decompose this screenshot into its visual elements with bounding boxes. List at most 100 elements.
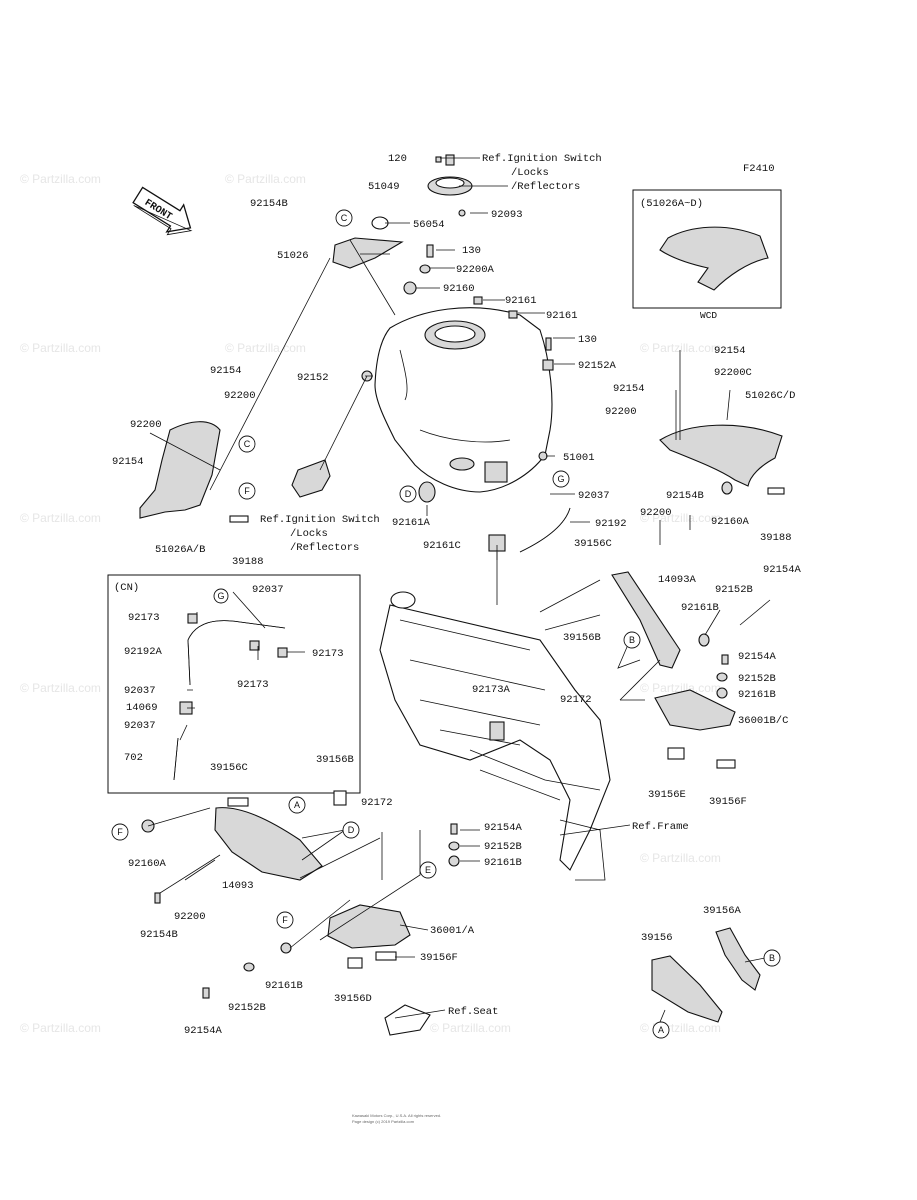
- pad-39156B: [333, 790, 347, 806]
- inset-wcd-caption: WCD: [700, 310, 717, 321]
- frame: [379, 591, 611, 881]
- part-label: 92200: [174, 911, 206, 923]
- ref-ign-mid-3: /Reflectors: [290, 542, 359, 554]
- part-label: 702: [124, 752, 143, 764]
- callout-b: B: [769, 953, 775, 963]
- callout-g-inset-label: G: [217, 591, 224, 601]
- bracket-36001A: [327, 904, 411, 949]
- part-label: 92200C: [714, 367, 752, 379]
- watermark: © Partzilla.com: [640, 681, 721, 695]
- ref-ign-mid-2: /Locks: [290, 528, 328, 540]
- part-label: 56054: [413, 219, 445, 231]
- part-label: 92200A: [456, 264, 495, 276]
- grommet-92160A: [721, 481, 733, 495]
- part-label: 92161: [546, 310, 578, 322]
- watermark: © Partzilla.com: [20, 172, 101, 186]
- part-label: 14093A: [658, 574, 697, 586]
- side-cover-51026AB: [139, 421, 221, 519]
- part-label: 39156F: [420, 952, 458, 964]
- part-label: 92173: [312, 648, 344, 660]
- part-label: 92154A: [184, 1025, 223, 1037]
- watermark: © Partzilla.com: [640, 851, 721, 865]
- inset-cn: (CN) G: [107, 574, 361, 794]
- front-arrow-icon: FRONT: [132, 186, 193, 236]
- callout-f: F: [117, 827, 123, 837]
- part-label: 92173A: [472, 684, 511, 696]
- part-label: 92093: [491, 209, 523, 221]
- watermark: © Partzilla.com: [640, 341, 721, 355]
- part-label: 92173: [237, 679, 269, 691]
- callout-d: D: [348, 825, 355, 835]
- part-label: 92037: [252, 584, 284, 596]
- ref-seat: Ref.Seat: [448, 1006, 498, 1018]
- part-label: 92200: [224, 390, 256, 402]
- part-label: 92037: [124, 685, 156, 697]
- part-labels: 120 51049 92093 92154B 56054 51026 130 9…: [112, 153, 802, 1037]
- part-label: 92152A: [578, 360, 617, 372]
- ref-frame: Ref.Frame: [632, 821, 689, 833]
- part-label: 120: [388, 153, 407, 165]
- part-label: 92152B: [484, 841, 522, 853]
- bolts-top: [361, 244, 554, 461]
- watermark: © Partzilla.com: [430, 1021, 511, 1035]
- part-label: 39156: [641, 932, 673, 944]
- part-label: 92173: [128, 612, 160, 624]
- part-label: 92172: [560, 694, 592, 706]
- ref-ign-mid-1: Ref.Ignition Switch: [260, 514, 380, 526]
- part-label: 14093: [222, 880, 254, 892]
- inset-wcd-title: (51026A~D): [640, 198, 703, 210]
- part-label: 92160A: [711, 516, 750, 528]
- ref-ign-top-1: Ref.Ignition Switch: [482, 153, 602, 165]
- callout-b: B: [629, 635, 635, 645]
- part-label: 92160: [443, 283, 475, 295]
- part-label: 92161: [505, 295, 537, 307]
- part-label: 39188: [760, 532, 792, 544]
- watermark: © Partzilla.com: [225, 341, 306, 355]
- part-label: 92154B: [140, 929, 178, 941]
- watermark: © Partzilla.com: [20, 511, 101, 525]
- part-label: 92152B: [738, 673, 776, 685]
- pad-39156D: [347, 957, 363, 969]
- callout-a: A: [294, 800, 300, 810]
- part-label: 39156D: [334, 993, 372, 1005]
- clamp-shape: [249, 640, 260, 651]
- part-label: 92154B: [250, 198, 288, 210]
- callouts: C C F D G B A D F E F B A: [111, 209, 781, 1039]
- part-label: 92161B: [484, 857, 522, 869]
- part-label: 92037: [578, 490, 610, 502]
- part-label: 92154: [112, 456, 144, 468]
- part-label: 92161C: [423, 540, 461, 552]
- part-label: 92200: [605, 406, 637, 418]
- part-label: 92200: [640, 507, 672, 519]
- pad-39156: [651, 955, 723, 1023]
- part-label: 51049: [368, 181, 400, 193]
- part-label: 39156A: [703, 905, 742, 917]
- callout-c: C: [244, 439, 251, 449]
- cover-14093: [214, 807, 323, 881]
- clamp-shape: [187, 613, 198, 624]
- inset-wcd: (51026A~D) WCD: [632, 189, 782, 321]
- callout-a: A: [658, 1025, 664, 1035]
- callout-d: D: [405, 489, 412, 499]
- leader-lines: [147, 157, 771, 1023]
- part-label: 92161B: [738, 689, 776, 701]
- part-label: 92154: [210, 365, 242, 377]
- part-label: 130: [578, 334, 597, 346]
- inset-cn-title: (CN): [114, 582, 139, 594]
- fuel-tank: [374, 307, 553, 493]
- part-label: 92161B: [681, 602, 719, 614]
- part-label: 92037: [124, 720, 156, 732]
- part-label: 39188: [232, 556, 264, 568]
- clamp-shape: [277, 647, 288, 658]
- part-label: 92152B: [228, 1002, 266, 1014]
- sticker-39188: [229, 515, 249, 523]
- part-label: 92154: [714, 345, 746, 357]
- watermark: © Partzilla.com: [20, 1021, 101, 1035]
- part-label: 92172: [361, 797, 393, 809]
- pad-39156F-b: [375, 951, 397, 961]
- part-label: 92200: [130, 419, 162, 431]
- bolt-92154A: [721, 654, 729, 665]
- diagram-code: F2410: [743, 163, 775, 175]
- part-label: 39156F: [709, 796, 747, 808]
- watermark-layer: © Partzilla.com © Partzilla.com © Partzi…: [20, 172, 721, 1035]
